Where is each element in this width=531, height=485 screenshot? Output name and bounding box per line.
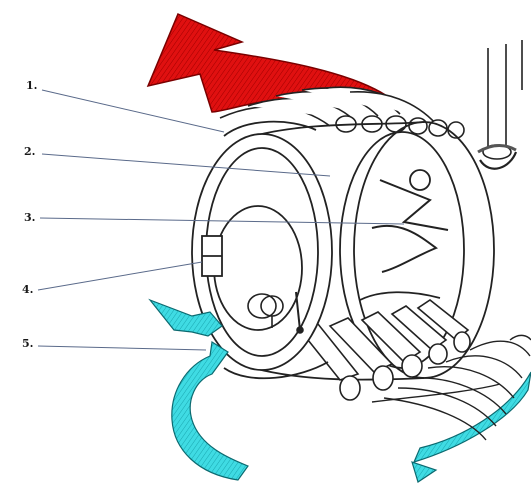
- leader-lines: [37, 89, 405, 351]
- label-2: 2.: [24, 145, 36, 158]
- cold-air-inflow-arrow: [171, 341, 249, 481]
- air-valve: [247, 291, 304, 334]
- chimney-pipe: [477, 40, 523, 170]
- cold-air-inflow-arrow: [148, 298, 223, 337]
- bottom-convection-tubes: [298, 299, 471, 401]
- cold-air-flow-lines: [371, 334, 531, 441]
- label-3: 3.: [24, 211, 36, 224]
- cold-air-inflow-arrow: [411, 371, 531, 483]
- label-4: 4.: [22, 283, 34, 296]
- top-convection-tubes: [219, 86, 465, 139]
- label-1: 1.: [26, 79, 38, 92]
- label-5: 5.: [22, 337, 34, 350]
